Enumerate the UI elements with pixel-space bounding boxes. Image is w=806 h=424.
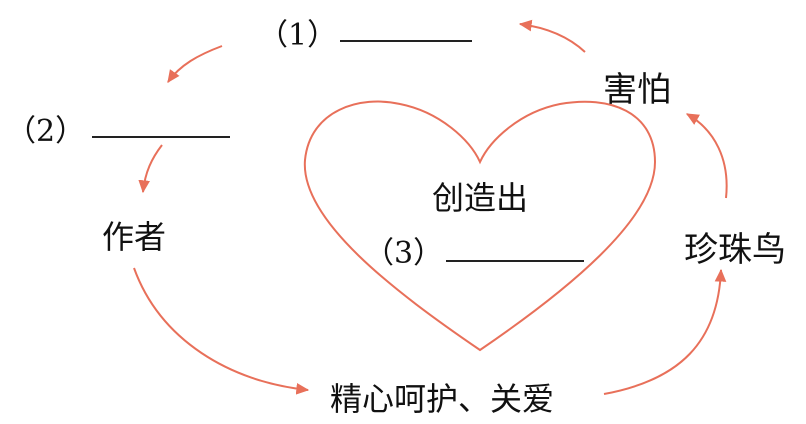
heart-caption: 创造出	[432, 179, 529, 217]
blank-1-line[interactable]	[340, 40, 472, 42]
blank-3-number: （3）	[364, 236, 444, 271]
node-bird: 珍珠鸟	[684, 230, 786, 270]
arrow-blank1-to-blank2	[167, 45, 223, 83]
blank-1-number: （1）	[258, 18, 338, 53]
blank-3-line[interactable]	[446, 260, 584, 262]
arrow-bird-to-fear	[685, 113, 728, 199]
node-author: 作者	[102, 218, 167, 256]
heart-outline	[303, 100, 657, 352]
arrow-author-to-care	[133, 267, 310, 395]
blank-2-line[interactable]	[92, 136, 230, 138]
node-fear: 害怕	[603, 70, 671, 110]
arrow-blank2-to-author	[138, 144, 163, 194]
node-care: 精心呵护、关爱	[330, 380, 555, 418]
blank-2-number: （2）	[6, 114, 86, 149]
arrow-care-to-bird	[603, 268, 727, 395]
arrow-fear-to-blank1	[518, 19, 586, 53]
